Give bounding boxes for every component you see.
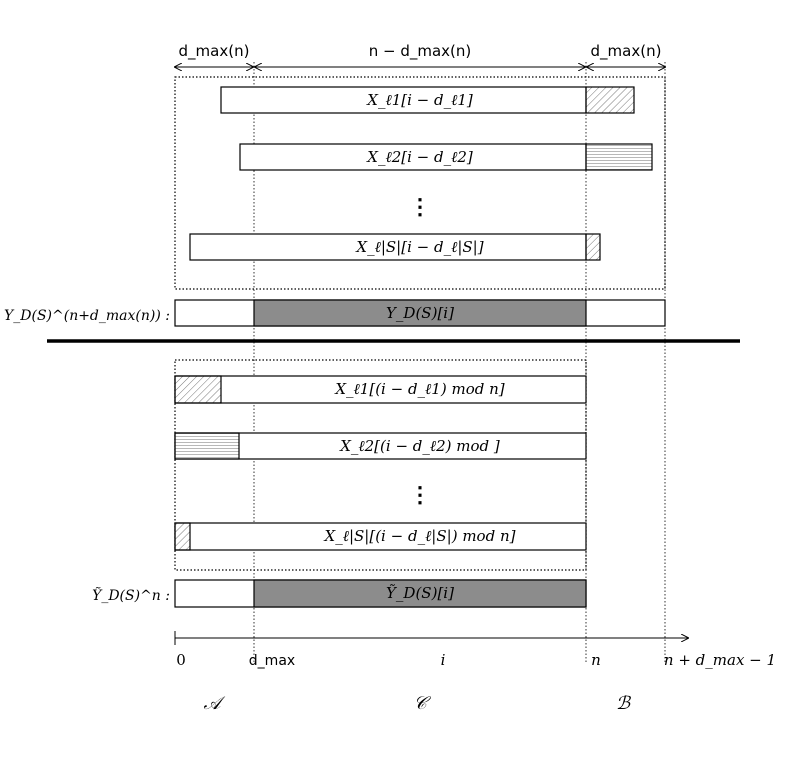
region-label-c: 𝒞 bbox=[413, 693, 431, 714]
bottom-group-box bbox=[174, 359, 587, 571]
axis-tick-n: n bbox=[591, 651, 601, 669]
bottom-bar-2: X_ℓ2[(i − d_ℓ2) mod ] bbox=[174, 432, 587, 460]
bottom-bar-3-head bbox=[174, 522, 191, 551]
bottom-bar-1: X_ℓ1[(i − d_ℓ1) mod n] bbox=[174, 375, 587, 404]
top-bar-3-label: X_ℓ|S|[i − d_ℓ|S|] bbox=[355, 238, 483, 256]
top-bar-2-label: X_ℓ2[i − d_ℓ2] bbox=[366, 148, 473, 166]
top-output-bar-label: Y_D(S)[i] bbox=[386, 304, 454, 322]
top-output-shaded bbox=[253, 299, 587, 327]
bottom-bar-3: X_ℓ|S|[(i − d_ℓ|S|) mod n] bbox=[174, 522, 587, 551]
top-bar-1: X_ℓ1[i − d_ℓ1] bbox=[220, 86, 635, 114]
bottom-bar-1-head bbox=[174, 375, 222, 404]
axis-tick-dmax: d_max bbox=[249, 653, 295, 669]
top-bar-3-tail bbox=[585, 233, 601, 261]
top-output: Y_D(S)^(n+d_max(n)) : Y_D(S)[i] bbox=[4, 299, 666, 327]
bottom-bar-2-label: X_ℓ2[(i − d_ℓ2) mod ] bbox=[339, 437, 500, 455]
top-bar-2-body bbox=[239, 143, 587, 171]
axis-tick-end: n + d_max − 1 bbox=[664, 651, 776, 669]
span-label-middle: n − d_max(n) bbox=[369, 42, 472, 61]
top-bar-2: X_ℓ2[i − d_ℓ2] bbox=[239, 143, 653, 171]
bottom-output-label: Ỹ_D(S)^n : bbox=[92, 586, 170, 604]
top-bar-1-tail bbox=[585, 86, 635, 114]
region-labels: 𝒜 𝒞 ℬ bbox=[203, 693, 631, 714]
region-label-b: ℬ bbox=[616, 693, 632, 714]
top-group-box bbox=[174, 76, 666, 290]
bottom-ellipsis: ⋮ bbox=[409, 482, 431, 508]
axis-tick-i: i bbox=[441, 651, 446, 669]
top-output-label: Y_D(S)^(n+d_max(n)) : bbox=[4, 308, 170, 324]
bottom-bar-2-body bbox=[174, 432, 587, 460]
span-label-right: d_max(n) bbox=[591, 42, 662, 61]
top-bar-1-body bbox=[220, 86, 587, 114]
index-axis: 0 d_max i n n + d_max − 1 bbox=[174, 631, 776, 669]
bottom-output-bar-label: Ỹ_D(S)[i] bbox=[386, 584, 454, 602]
region-label-a: 𝒜 bbox=[203, 693, 225, 714]
span-arrows: d_max(n) n − d_max(n) d_max(n) bbox=[175, 42, 665, 67]
bottom-bar-2-head bbox=[174, 432, 240, 460]
bottom-bar-3-label: X_ℓ|S|[(i − d_ℓ|S|) mod n] bbox=[324, 527, 516, 545]
top-bar-3-body bbox=[189, 233, 587, 261]
span-label-left: d_max(n) bbox=[179, 42, 250, 61]
top-bar-1-label: X_ℓ1[i − d_ℓ1] bbox=[366, 91, 473, 109]
bottom-output-shaded bbox=[253, 579, 587, 608]
bottom-output: Ỹ_D(S)^n : Ỹ_D(S)[i] bbox=[92, 579, 587, 608]
top-bar-3: X_ℓ|S|[i − d_ℓ|S|] bbox=[189, 233, 601, 261]
top-bar-2-tail bbox=[585, 143, 653, 171]
bottom-bar-1-label: X_ℓ1[(i − d_ℓ1) mod n] bbox=[334, 380, 504, 398]
top-ellipsis: ⋮ bbox=[409, 194, 431, 220]
axis-tick-0: 0 bbox=[176, 651, 186, 669]
